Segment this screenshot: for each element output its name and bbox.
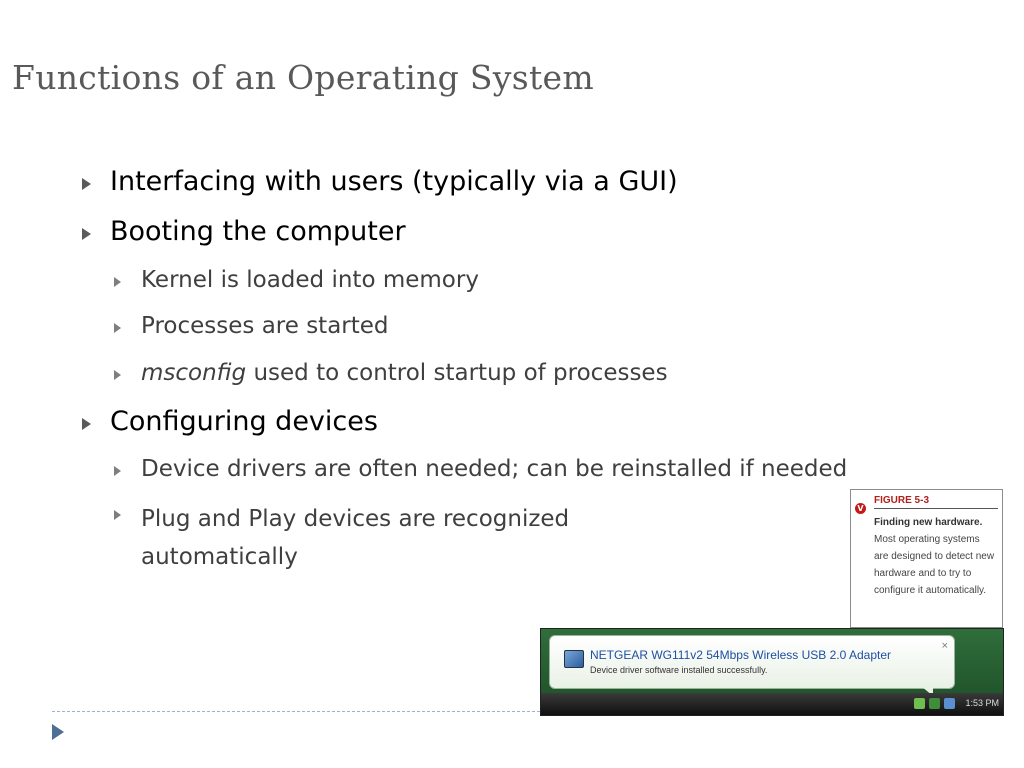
tray-clock: 1:53 PM <box>965 698 999 708</box>
bullet-configuring: Configuring devices <box>82 406 378 437</box>
tray-volume-icon <box>944 698 955 709</box>
tray-network-icon <box>914 698 925 709</box>
subbullet-msconfig: msconfig used to control startup of proc… <box>114 360 668 386</box>
taskbar: 1:53 PM <box>541 693 1003 715</box>
figure-caption-bold: Finding new hardware. <box>874 517 983 528</box>
slide-title: Functions of an Operating System <box>12 58 594 97</box>
subbullet-arrow-icon <box>114 277 121 287</box>
system-tray <box>914 698 955 709</box>
subbullet-text: Processes are started <box>141 313 389 339</box>
balloon-tail <box>921 686 933 696</box>
next-slide-arrow-icon[interactable] <box>52 724 64 740</box>
subbullet-arrow-icon <box>114 466 121 476</box>
subbullet-processes: Processes are started <box>114 313 389 339</box>
bullet-text: Interfacing with users (typically via a … <box>110 166 678 197</box>
subbullet-text: Device drivers are often needed; can be … <box>141 456 848 482</box>
subbullet-arrow-icon <box>114 510 121 520</box>
figure-badge-icon: V <box>855 503 866 514</box>
subbullet-arrow-icon <box>114 323 121 333</box>
msconfig-term: msconfig <box>141 360 247 386</box>
bullet-arrow-icon <box>82 418 91 430</box>
bullet-booting: Booting the computer <box>82 216 406 247</box>
figure-caption-rest: Most operating systems are designed to d… <box>874 534 995 596</box>
figure-caption-text: Finding new hardware. Most operating sys… <box>874 514 996 599</box>
subbullet-drivers: Device drivers are often needed; can be … <box>114 456 847 482</box>
notification-subtext: Device driver software installed success… <box>590 665 768 675</box>
subbullet-arrow-icon <box>114 370 121 380</box>
subbullet-text: Kernel is loaded into memory <box>141 267 479 293</box>
notification-balloon: NETGEAR WG111v2 54Mbps Wireless USB 2.0 … <box>549 635 955 689</box>
bullet-arrow-icon <box>82 178 91 190</box>
bullet-text: Configuring devices <box>110 406 378 437</box>
close-icon: × <box>941 640 948 652</box>
subbullet-kernel: Kernel is loaded into memory <box>114 267 479 293</box>
bullet-interfacing: Interfacing with users (typically via a … <box>82 166 678 197</box>
figure-caption: V FIGURE 5-3 Finding new hardware. Most … <box>850 489 1003 628</box>
tray-device-icon <box>929 698 940 709</box>
subbullet-text: Plug and Play devices are recognized aut… <box>141 506 570 570</box>
msconfig-description: used to control startup of processes <box>246 360 668 386</box>
notification-headline: NETGEAR WG111v2 54Mbps Wireless USB 2.0 … <box>590 648 892 662</box>
network-adapter-icon <box>564 650 584 668</box>
bullet-arrow-icon <box>82 228 91 240</box>
subbullet-plug-and-play: Plug and Play devices are recognized aut… <box>114 500 641 576</box>
figure-label: FIGURE 5-3 <box>874 495 998 509</box>
hardware-notification-screenshot: NETGEAR WG111v2 54Mbps Wireless USB 2.0 … <box>540 628 1004 716</box>
footer-divider <box>52 711 540 712</box>
bullet-text: Booting the computer <box>110 216 406 247</box>
subbullet-text: msconfig used to control startup of proc… <box>141 360 668 386</box>
